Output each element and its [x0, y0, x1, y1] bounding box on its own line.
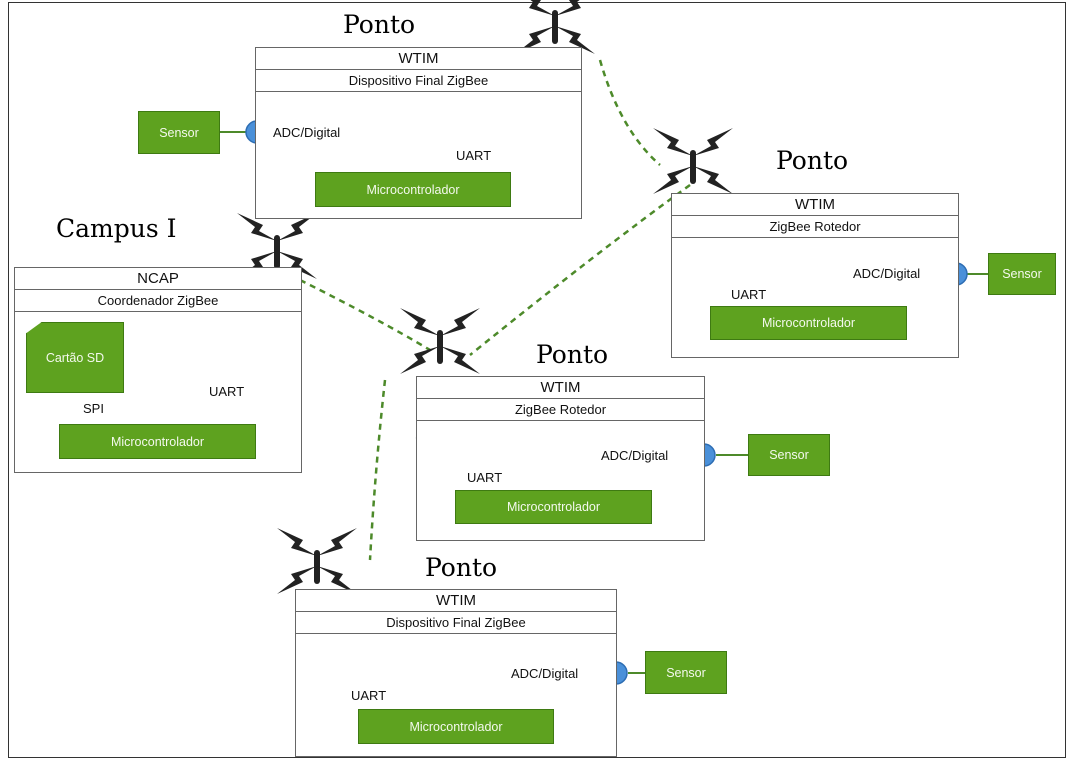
uart-label: UART: [455, 148, 493, 163]
sd-card-box: Cartão SD: [26, 322, 124, 393]
uart-label: UART: [350, 688, 388, 703]
node-header: WTIM: [672, 194, 958, 216]
sensor-box: Sensor: [988, 253, 1056, 295]
location-label-ponto-mid: Ponto: [536, 340, 609, 369]
uart-label: UART: [208, 384, 246, 399]
adc-label: ADC/Digital: [600, 448, 670, 463]
node-header: WTIM: [296, 590, 616, 612]
node-header: WTIM: [256, 48, 581, 70]
uart-label: UART: [730, 287, 768, 302]
sensor-box: Sensor: [138, 111, 220, 154]
antenna-icon: [653, 128, 733, 194]
node-subheader: Coordenador ZigBee: [15, 290, 301, 312]
location-label-ponto-bottom: Ponto: [425, 553, 498, 582]
node-subheader: ZigBee Rotedor: [417, 399, 704, 421]
node-header: WTIM: [417, 377, 704, 399]
antenna-icon: [400, 308, 480, 374]
microcontroller-box: Microcontrolador: [710, 306, 907, 340]
microcontroller-box: Microcontrolador: [455, 490, 652, 524]
node-header: NCAP: [15, 268, 301, 290]
sensor-box: Sensor: [645, 651, 727, 694]
antenna-icon: [515, 0, 595, 54]
uart-label: UART: [466, 470, 504, 485]
spi-label: SPI: [82, 401, 105, 416]
node-subheader: Dispositivo Final ZigBee: [296, 612, 616, 634]
antenna-icon: [277, 528, 357, 594]
location-label-ponto-right: Ponto: [776, 146, 849, 175]
microcontroller-box: Microcontrolador: [358, 709, 554, 744]
microcontroller-box: Microcontrolador: [315, 172, 511, 207]
adc-label: ADC/Digital: [272, 125, 342, 140]
sensor-box: Sensor: [748, 434, 830, 476]
microcontroller-box: Microcontrolador: [59, 424, 256, 459]
adc-label: ADC/Digital: [852, 266, 922, 281]
node-subheader: Dispositivo Final ZigBee: [256, 70, 581, 92]
location-label-ponto-top: Ponto: [343, 10, 416, 39]
node-subheader: ZigBee Rotedor: [672, 216, 958, 238]
wireless-link-icon: [299, 59, 691, 561]
location-label-campus: Campus I: [56, 214, 177, 243]
adc-label: ADC/Digital: [510, 666, 580, 681]
